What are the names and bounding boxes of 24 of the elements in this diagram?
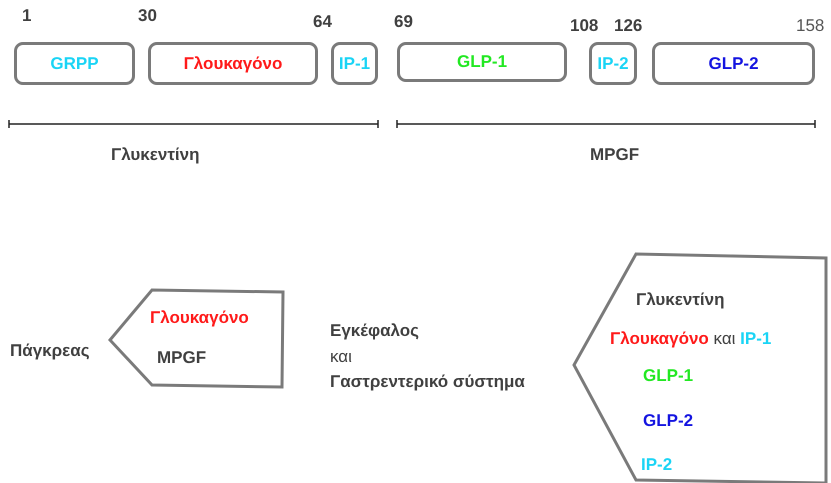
position-number: 69	[394, 12, 413, 32]
product-label: Γλουκαγόνο και IP-1	[610, 329, 772, 349]
peptide-name: Γλυκεντίνη	[111, 145, 200, 165]
product-label: MPGF	[157, 348, 206, 368]
tissue-label: Εγκέφαλος και Γαστρεντερικό σύστημα	[330, 320, 525, 393]
product-label: IP-2	[641, 455, 672, 475]
peptide-segment: GLP-1	[397, 42, 567, 82]
product-label: Γλουκαγόνο	[150, 308, 249, 328]
product-label: Γλυκεντίνη	[636, 290, 724, 310]
position-number: 108	[570, 16, 598, 36]
position-number: 64	[313, 12, 332, 32]
position-number: 1	[22, 6, 32, 26]
position-number: 30	[138, 6, 157, 26]
peptide-segment: GRPP	[14, 42, 135, 85]
position-number: 158	[796, 16, 824, 36]
peptide-segment: Γλουκαγόνο	[148, 42, 318, 85]
position-number: 126	[614, 16, 642, 36]
product-label: GLP-1	[643, 366, 694, 386]
peptide-segment: IP-2	[589, 42, 637, 85]
peptide-segment: GLP-2	[652, 42, 815, 85]
tissue-label: Πάγκρεας	[10, 340, 90, 362]
product-label: GLP-2	[643, 411, 694, 431]
peptide-segment: IP-1	[331, 42, 378, 85]
peptide-name: MPGF	[590, 145, 640, 165]
